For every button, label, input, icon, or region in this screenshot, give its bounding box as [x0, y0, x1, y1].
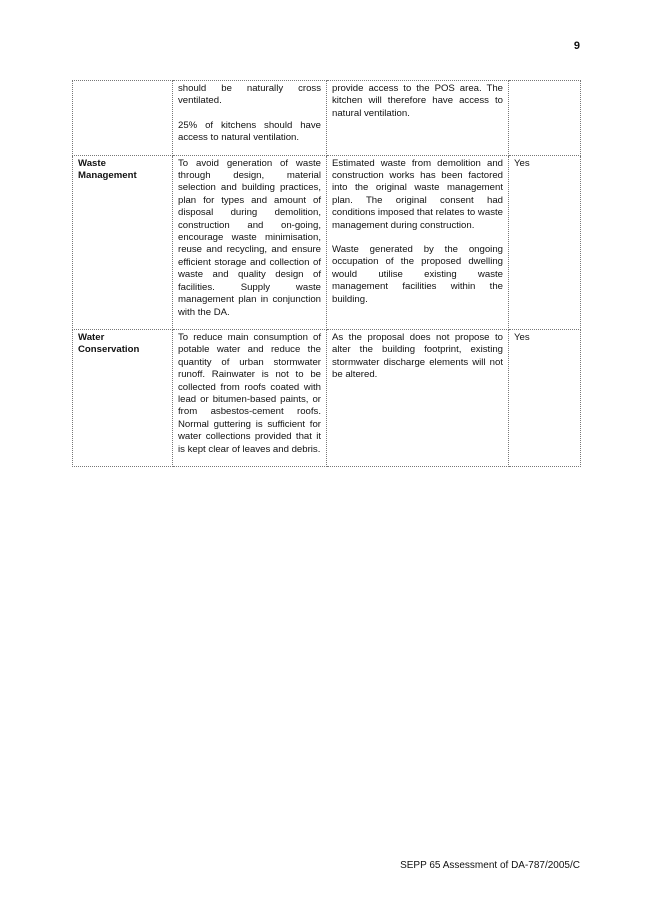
assessment-table: should be naturally cross ventilated. 25… — [72, 80, 581, 467]
response-text: Waste generated by the ongoing occupatio… — [332, 244, 503, 305]
response-text: Estimated waste from demolition and cons… — [332, 157, 503, 231]
row-heading — [72, 80, 173, 156]
table-row: should be naturally cross ventilated. 25… — [72, 80, 581, 156]
requirement-text: To reduce main consumption of potable wa… — [178, 331, 321, 455]
response-cell: provide access to the POS area. The kitc… — [326, 80, 509, 156]
row-heading: Waste Management — [72, 154, 173, 330]
requirement-text: 25% of kitchens should have access to na… — [178, 119, 321, 144]
page-number: 9 — [573, 40, 580, 52]
response-cell: As the proposal does not propose to alte… — [326, 328, 509, 467]
response-text: provide access to the POS area. The kitc… — [332, 83, 503, 119]
requirement-cell: To reduce main consumption of potable wa… — [172, 328, 327, 467]
requirement-text: To avoid generation of waste through des… — [178, 157, 321, 318]
document-footer: SEPP 65 Assessment of DA-787/2005/C — [400, 860, 580, 871]
row-heading: Water Conservation — [72, 328, 173, 467]
compliance-cell: Yes — [508, 154, 581, 330]
compliance-cell — [508, 80, 581, 156]
compliance-cell: Yes — [508, 328, 581, 467]
requirement-cell: should be naturally cross ventilated. 25… — [172, 80, 327, 156]
response-text: As the proposal does not propose to alte… — [332, 331, 503, 381]
requirement-cell: To avoid generation of waste through des… — [172, 154, 327, 330]
requirement-text: should be naturally cross ventilated. — [178, 83, 321, 107]
response-cell: Estimated waste from demolition and cons… — [326, 154, 509, 330]
table-row: Water Conservation To reduce main consum… — [72, 328, 581, 467]
table-row: Waste Management To avoid generation of … — [72, 154, 581, 330]
